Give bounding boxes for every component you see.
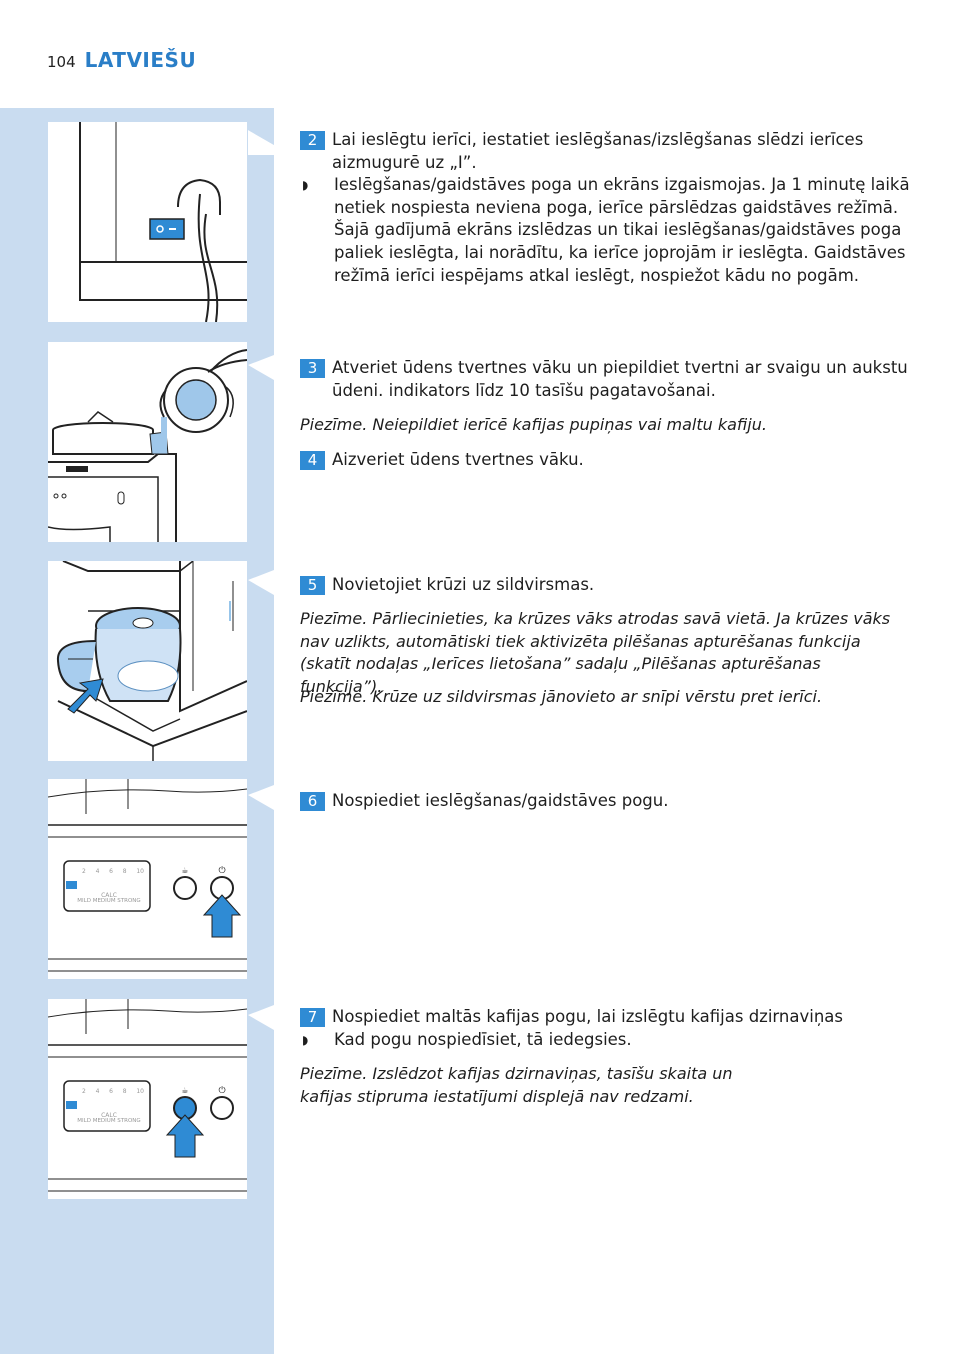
step-pointer [248,1005,274,1030]
tick-label: 10 [136,868,144,875]
step-4: 4 Aizveriet ūdens tvertnes vāku. [300,449,910,472]
step-number: 6 [300,792,325,811]
panel-ticks: 2 4 6 8 10 [82,1088,144,1095]
step-bullet-text: Kad pogu nospiedīsiet, tā iedegsies. [334,1029,632,1049]
power-icon: ⏻ [218,865,225,876]
note: Piezīme. Izslēdzot kafijas dzirnaviņas, … [300,1064,733,1106]
language-heading: LATVIEŠU [84,48,197,72]
tick-label: 4 [95,868,100,875]
tick-label: 10 [136,1088,144,1095]
tick-label: 2 [82,868,86,875]
bullet-icon: ◗ [302,1032,309,1047]
illustration-panel-power: ☕ ⏻ [48,779,247,979]
step-pointer [248,570,274,595]
step-number: 4 [300,451,325,470]
step-bullet-text: Ieslēgšanas/gaidstāves poga un ekrāns iz… [334,175,910,285]
step-number: 7 [300,1008,325,1027]
page-header: 104 LATVIEŠU [47,48,196,78]
step-number: 3 [300,359,325,378]
step-text: Novietojiet krūzi uz sildvirsmas. [332,575,595,594]
strength-label: MILD MEDIUM STRONG [77,898,141,904]
note: Piezīme. Krūze uz sildvirsmas jānovieto … [300,687,823,706]
tick-label: 4 [95,1088,100,1095]
step-text: Atveriet ūdens tvertnes vāku un piepildi… [332,358,908,400]
step-7: 7 Nospiediet maltās kafijas pogu, lai iz… [300,1006,910,1051]
step-text: Nospiediet ieslēgšanas/gaidstāves pogu. [332,791,669,810]
grinder-icon: ☕ [181,866,188,875]
step-pointer [248,125,274,155]
arrow-up-icon [202,894,242,938]
strength-label: MILD MEDIUM STRONG [77,1118,141,1124]
step-number: 2 [300,131,325,150]
grinder-icon: ☕ [181,1086,188,1095]
illustration-panel-grinder: ☕ ⏻ [48,999,247,1199]
arrow-up-icon [165,1114,205,1158]
calc-label: CALC [101,892,117,899]
step-pointer [248,355,274,380]
illustration-jug [48,561,247,761]
tick-label: 8 [122,868,127,875]
note: Piezīme. Pārliecinieties, ka krūzes vāks… [300,609,891,696]
tick-label: 8 [122,1088,127,1095]
step-number: 5 [300,576,325,595]
tick-label: 6 [109,1088,113,1095]
page-number: 104 [47,53,76,71]
power-icon: ⏻ [218,1085,225,1096]
illustration-fill-tank [48,342,247,542]
panel-ticks: 2 4 6 8 10 [82,868,144,875]
note: Piezīme. Neiepildiet ierīcē kafijas pupi… [300,415,767,434]
illustration-power-switch [48,122,247,322]
step-5: 5 Novietojiet krūzi uz sildvirsmas. [300,574,910,597]
step-3: 3 Atveriet ūdens tvertnes vāku un piepil… [300,357,910,402]
tick-label: 2 [82,1088,86,1095]
step-pointer [248,785,274,810]
step-text: Aizveriet ūdens tvertnes vāku. [332,450,584,469]
tick-label: 6 [109,868,113,875]
step-6: 6 Nospiediet ieslēgšanas/gaidstāves pogu… [300,790,910,813]
step-text: Nospiediet maltās kafijas pogu, lai izsl… [332,1007,844,1026]
step-2: 2 Lai ieslēgtu ierīci, iestatiet ieslēgš… [300,129,910,287]
calc-label: CALC [101,1112,117,1119]
step-text: Lai ieslēgtu ierīci, iestatiet ieslēgšan… [332,130,864,172]
bullet-icon: ◗ [302,178,309,193]
